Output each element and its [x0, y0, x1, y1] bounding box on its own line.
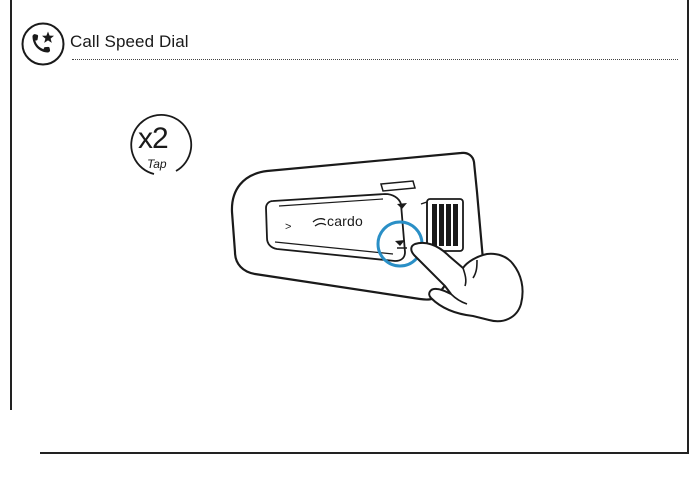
page-frame-right-border: [687, 0, 689, 453]
cardo-communicator-device: >: [230, 151, 524, 323]
section-header: Call Speed Dial: [21, 22, 189, 66]
double-tap-badge-icon: [130, 114, 193, 175]
svg-text:>: >: [285, 221, 291, 233]
device-brand-label: cardo: [327, 213, 364, 229]
tap-count: x2: [138, 122, 169, 155]
title-dotted-rule: [72, 59, 678, 60]
page-frame-bottom-border: [40, 452, 689, 454]
page-frame-left-border: [10, 0, 12, 410]
tap-label: Tap: [147, 157, 167, 171]
phone-star-icon: [21, 22, 65, 66]
section-title: Call Speed Dial: [70, 32, 189, 51]
